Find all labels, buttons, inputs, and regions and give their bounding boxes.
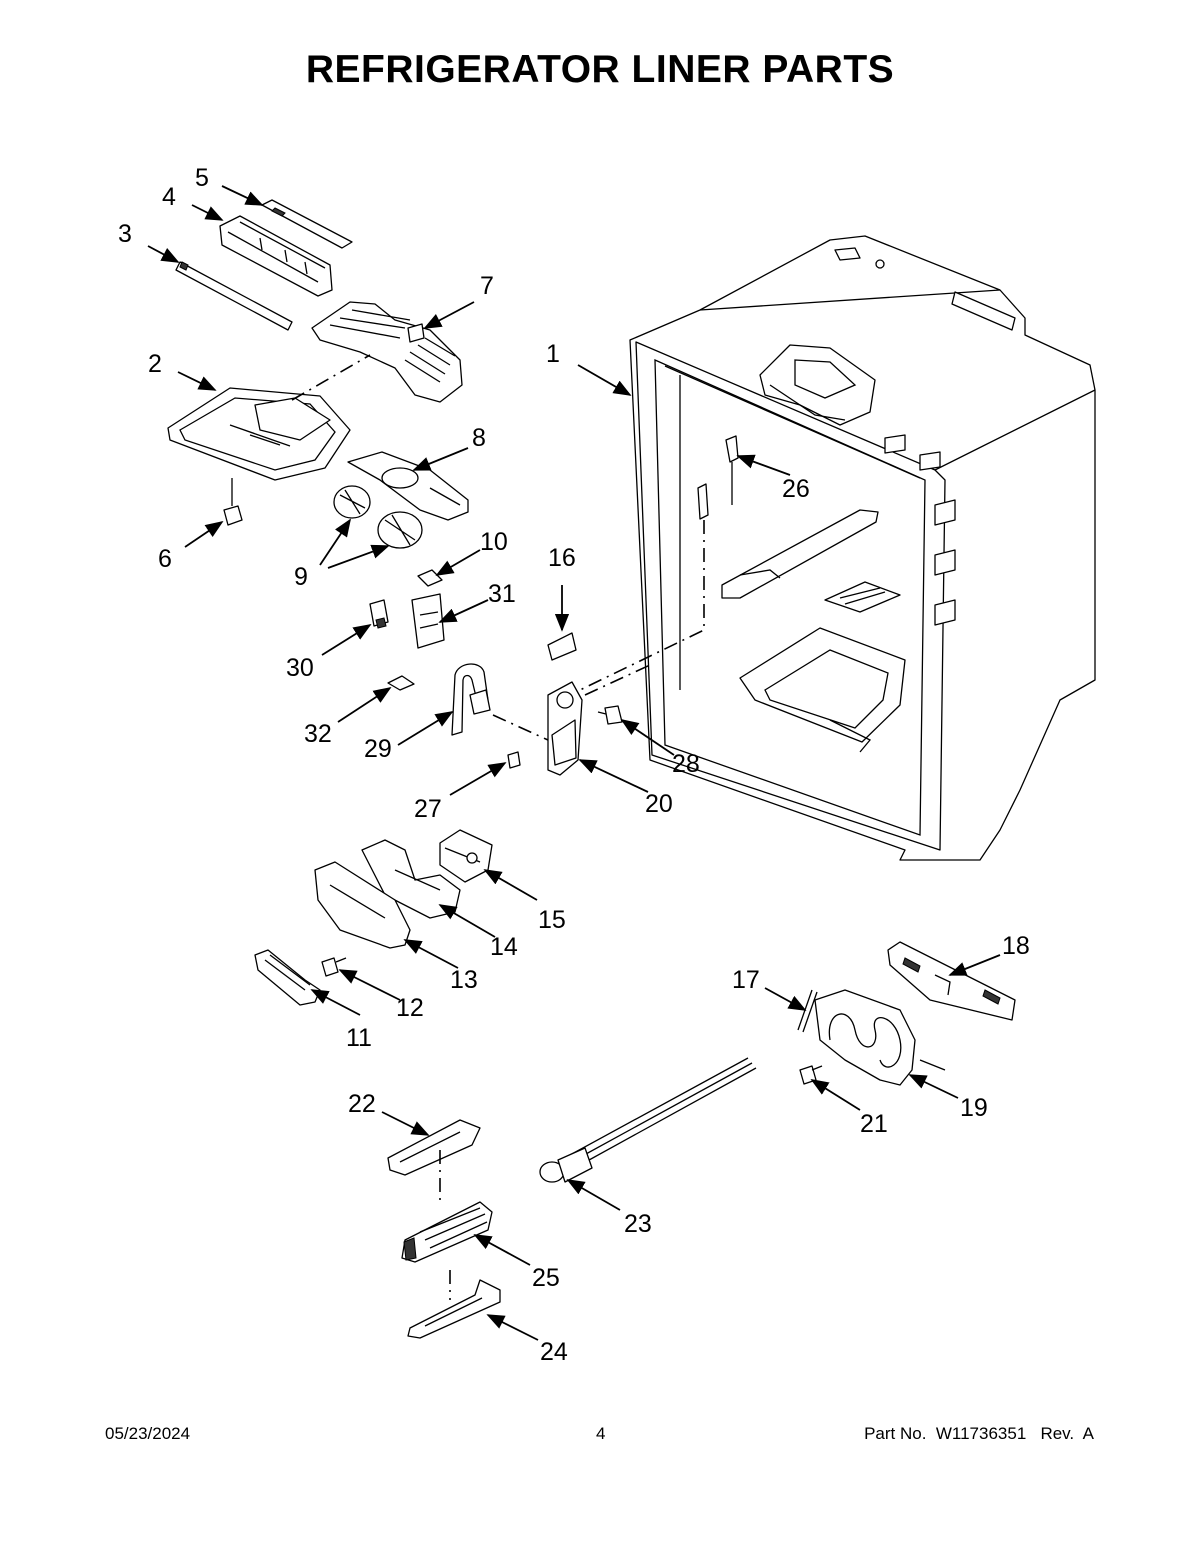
heater-part-19[interactable] xyxy=(814,989,946,1086)
callout-17: 17 xyxy=(732,966,760,994)
callout-11: 11 xyxy=(346,1024,372,1052)
clip-part-32[interactable] xyxy=(387,675,415,691)
callout-24: 24 xyxy=(540,1338,568,1366)
footer-page-number: 4 xyxy=(596,1424,606,1443)
callout-6: 6 xyxy=(158,545,172,573)
callout-22: 22 xyxy=(348,1090,376,1118)
light-part-23[interactable] xyxy=(539,1057,757,1183)
callout-4: 4 xyxy=(162,183,176,211)
screw-part-21[interactable] xyxy=(799,1065,823,1085)
cap-part-16[interactable] xyxy=(547,632,577,661)
liner-part-1[interactable] xyxy=(629,235,1096,861)
callout-12: 12 xyxy=(396,994,424,1022)
callout-23: 23 xyxy=(624,1210,652,1238)
footer-date: 05/23/2024 xyxy=(105,1424,191,1443)
callout-18: 18 xyxy=(1002,932,1030,960)
bracket-part-31[interactable] xyxy=(411,593,445,649)
switch-part-30[interactable] xyxy=(369,599,389,629)
callout-31: 31 xyxy=(488,580,516,608)
page-title: REFRIGERATOR LINER PARTS xyxy=(305,48,895,91)
callout-28: 28 xyxy=(672,750,700,778)
callout-9: 9 xyxy=(294,563,308,591)
clip-part-27[interactable] xyxy=(507,751,521,769)
clip-part-6[interactable] xyxy=(223,478,243,526)
housing-part-14[interactable] xyxy=(361,839,461,919)
callout-13: 13 xyxy=(450,966,478,994)
callout-10: 10 xyxy=(480,528,508,556)
rod-part-17[interactable] xyxy=(797,989,818,1033)
callout-29: 29 xyxy=(364,735,392,763)
callout-16: 16 xyxy=(548,544,576,572)
callout-30: 30 xyxy=(286,654,314,682)
callout-25: 25 xyxy=(532,1264,560,1292)
callout-32: 32 xyxy=(304,720,332,748)
callout-27: 27 xyxy=(414,795,442,823)
evap-cover-part-7[interactable] xyxy=(311,301,463,403)
callout-5: 5 xyxy=(195,164,209,192)
water-tube-part-29[interactable] xyxy=(451,663,491,736)
trim-part-11[interactable] xyxy=(254,949,321,1006)
bracket-part-24[interactable] xyxy=(407,1279,501,1339)
bracket-part-18[interactable] xyxy=(887,941,1016,1021)
callout-21: 21 xyxy=(860,1110,888,1138)
screw-part-12[interactable] xyxy=(321,957,347,977)
cover-part-2[interactable] xyxy=(167,387,351,481)
callout-8: 8 xyxy=(472,424,486,452)
callout-19: 19 xyxy=(960,1094,988,1122)
callout-3: 3 xyxy=(118,220,132,248)
callout-20: 20 xyxy=(645,790,673,818)
callout-26: 26 xyxy=(782,475,810,503)
housing-part-4[interactable] xyxy=(219,215,333,297)
callout-15: 15 xyxy=(538,906,566,934)
bracket-part-22[interactable] xyxy=(387,1119,481,1176)
fan-part-9[interactable] xyxy=(333,485,423,549)
bracket-part-5[interactable] xyxy=(261,199,353,249)
footer-part-number: Part No. W11736351 Rev. A xyxy=(864,1424,1094,1443)
callout-7: 7 xyxy=(480,272,494,300)
housing-part-20[interactable] xyxy=(547,681,583,776)
fan-housing-part-8[interactable] xyxy=(347,451,469,521)
callout-2: 2 xyxy=(148,350,162,378)
callout-1: 1 xyxy=(546,340,560,368)
motor-part-15[interactable] xyxy=(439,829,493,883)
clip-part-10[interactable] xyxy=(417,569,443,587)
callout-14: 14 xyxy=(490,933,518,961)
strip-part-3[interactable] xyxy=(175,261,293,331)
screw-part-28[interactable] xyxy=(597,705,623,725)
filter-part-25[interactable] xyxy=(401,1201,493,1263)
